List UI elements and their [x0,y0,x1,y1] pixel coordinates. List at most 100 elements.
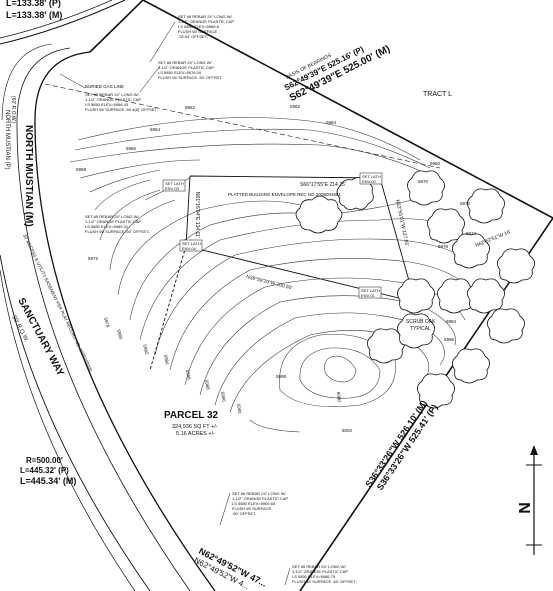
svg-text:1-1/2" ORANGE PLASTIC CAP: 1-1/2" ORANGE PLASTIC CAP [232,496,288,501]
rebar-note-mid-left: SET #5 REBAR 24" LONG W/ 1-1/2" ORANGE P… [85,214,150,234]
svg-text:S36°33'26"W 525.41' (P): S36°33'26"W 525.41' (P) [375,402,440,491]
rebar-note-top-mid: SET #5 REBAR 24" LONG W/ 1-1/2" ORANGE P… [158,60,223,80]
svg-text:FLUSH W/ SURFACE -50' OFFSET-: FLUSH W/ SURFACE -50' OFFSET- [85,229,150,234]
svg-text:FLUSH W/ SURFACE -50.4(8)' OFF: FLUSH W/ SURFACE -50.4(8)' OFFSET- [85,107,159,112]
envelope-bearing: S66°17'55"E 214.25' [300,182,346,188]
rebar-note-top-right: SET #5 REBAR 24" LONG W/ 1-1/2" ORANGE P… [178,14,234,39]
svg-text:SCRUB OAK: SCRUB OAK [406,319,436,325]
svg-text:1-1/2" ORANGE PLASTIC CAP: 1-1/2" ORANGE PLASTIC CAP [85,219,141,224]
svg-text:LS 5850 ELEV=5978.09: LS 5850 ELEV=5978.09 [158,70,202,75]
scrub-oak-canopy [295,170,535,409]
svg-text:LS 5850 ELEV=5968.8: LS 5850 ELEV=5968.8 [178,24,220,29]
svg-text:FLUSH W/ SURFACE -50' OFFSET-: FLUSH W/ SURFACE -50' OFFSET- [292,579,357,584]
lath-tag-envo2: SET LATH ENV-02 [359,172,383,185]
tract-label: TRACT L [423,91,452,98]
svg-text:LS 5850 ELEV=5969.84: LS 5850 ELEV=5969.84 [232,501,276,506]
svg-text:5962: 5962 [185,105,196,110]
scrub-oak-label: SCRUB OAK TYPICAL [406,319,436,332]
svg-text:6000: 6000 [336,392,342,403]
svg-text:S36°33'26"W 526.10' (M): S36°33'26"W 526.10' (M) [363,398,429,489]
svg-text:5990: 5990 [220,391,227,402]
svg-text:-32.64' OFFSET-: -32.64' OFFSET- [178,34,209,39]
rebar-note-bottom-mid: SET #5 REBAR 24" LONG W/ 1-1/2" ORANGE P… [232,491,288,516]
envelope-caption: PLATTED BUILDING ENVELOPE REC NO 2005004… [228,192,341,197]
svg-text:5980: 5980 [116,329,124,340]
buried-gas-line [44,83,441,169]
svg-text:ENV-02: ENV-02 [362,179,377,184]
svg-text:SET LATH: SET LATH [165,181,184,186]
southeast-bearings: S36°33'26"W 526.10' (M) S36°33'26"W 525.… [363,398,440,492]
svg-text:LS 5850 ELEV=5968.43: LS 5850 ELEV=5968.43 [85,102,129,107]
svg-text:SET #5 REBAR 24" LONG W/: SET #5 REBAR 24" LONG W/ [158,60,212,65]
svg-text:5972: 5972 [460,201,471,206]
south-bearings: N62°49'52"W 47... N62°49'52"W 4... [193,546,269,591]
top-curve-length-measured: L=133.38' (M) [6,10,62,20]
svg-text:SET #5 REBAR 24" LONG W/: SET #5 REBAR 24" LONG W/ [292,564,346,569]
bottom-curve-length-plat: L=445.32' (P) [20,466,69,475]
svg-text:SET #5 REBAR 24" LONG W/: SET #5 REBAR 24" LONG W/ [232,491,286,496]
svg-text:5970: 5970 [418,179,429,184]
svg-text:SET #5 REBAR 24" LONG W/: SET #5 REBAR 24" LONG W/ [178,14,232,19]
svg-text:5964: 5964 [150,127,161,132]
envelope-west-bearing: N01°16'04"E 134.11' [194,192,200,238]
bottom-curve-radius: R=500.00' [26,456,63,465]
svg-text:5976: 5976 [103,317,111,328]
svg-text:ENV-04: ENV-04 [182,246,197,251]
svg-text:5978: 5978 [438,244,449,249]
svg-text:5960: 5960 [430,161,441,166]
road-street-name: NORTH MUSTIAN (M) [23,125,34,227]
svg-text:6002: 6002 [342,428,353,433]
svg-text:ENV-03: ENV-03 [165,186,180,191]
road-lines [0,0,216,591]
top-curve-length-plat: L=133.38' (P) [6,0,61,8]
svg-text:5994: 5994 [446,319,457,324]
svg-text:5982: 5982 [142,344,150,355]
svg-text:5972: 5972 [88,256,99,261]
buried-gas-line-label: BURIED GAS LINE [85,84,124,89]
north-arrow: N [517,445,542,555]
svg-text:SET #5 REBAR 24" LONG W/: SET #5 REBAR 24" LONG W/ [85,214,139,219]
svg-text:SET LATH: SET LATH [182,241,201,246]
svg-text:5968: 5968 [76,167,87,172]
basis-of-bearings: BASIS OF BEARINGS S62°49'39"E 525.16' (P… [283,44,392,104]
north-arrow-letter: N [517,502,534,514]
svg-text:LS 5850 ELEV=5969.31: LS 5850 ELEV=5969.31 [85,224,129,229]
svg-text:5962: 5962 [290,104,301,109]
bottom-curve-length-measured: L=445.34' (M) [20,476,76,486]
svg-text:5992: 5992 [236,403,242,414]
svg-text:SET LATH: SET LATH [361,288,380,293]
parcel-area-sqft: 324,936 SQ FT +/- [172,424,218,430]
svg-text:LS 5850 ELEV=5966.75: LS 5850 ELEV=5966.75 [292,574,336,579]
svg-text:5988: 5988 [204,379,211,390]
svg-text:ENV-01: ENV-01 [361,293,376,298]
parcel-area-acres: 5.16 ACRES +/- [176,431,215,437]
svg-text:1-1/2" ORANGE PLASTIC CAP: 1-1/2" ORANGE PLASTIC CAP [85,97,141,102]
svg-text:5974: 5974 [466,231,477,236]
bottom-curve-labels: R=500.00' L=445.32' (P) L=445.34' (M) [20,456,76,486]
svg-text:1-1/2" ORANGE PLASTIC CAP: 1-1/2" ORANGE PLASTIC CAP [158,65,214,70]
svg-text:TYPICAL: TYPICAL [410,326,431,332]
svg-text:5966: 5966 [126,146,137,151]
contour-lines [69,117,471,433]
svg-text:5964: 5964 [326,120,337,125]
road-plat-name: NORTH MUSTIAN (P) [4,110,10,170]
svg-text:1-1/2" ORANGE PLASTIC CAP: 1-1/2" ORANGE PLASTIC CAP [292,569,348,574]
parcel-name: PARCEL 32 [164,410,219,421]
svg-text:SET LATH: SET LATH [362,174,381,179]
svg-text:SET #5 REBAR 24" LONG W/: SET #5 REBAR 24" LONG W/ [85,92,139,97]
svg-text:1-1/2" ORANGE PLASTIC CAP: 1-1/2" ORANGE PLASTIC CAP [178,19,234,24]
lath-tag-envo4: SET LATH ENV-04 [179,239,203,252]
svg-text:5998: 5998 [276,374,287,379]
svg-text:5986: 5986 [185,369,192,380]
road-row-width: (60' R.O.W.) [10,96,16,124]
svg-text:FLUSH W/ SURFACE: FLUSH W/ SURFACE [178,29,217,34]
lath-tag-envo3: SET LATH ENV-03 [162,179,186,192]
top-curve-labels: L=133.38' (P) L=133.38' (M) [6,0,62,20]
contour-labels: 5962 5962 5964 5964 5966 5968 5960 5970 … [76,104,477,433]
rebar-note-bottom-right: SET #5 REBAR 24" LONG W/ 1-1/2" ORANGE P… [292,564,357,584]
svg-text:FLUSH W/ SURFACE: FLUSH W/ SURFACE [232,506,271,511]
svg-text:5996: 5996 [444,337,455,342]
svg-text:5984: 5984 [163,354,170,365]
svg-text:-50' OFFSET-: -50' OFFSET- [232,511,257,516]
rebar-note-top-left: SET #5 REBAR 24" LONG W/ 1-1/2" ORANGE P… [85,92,159,112]
